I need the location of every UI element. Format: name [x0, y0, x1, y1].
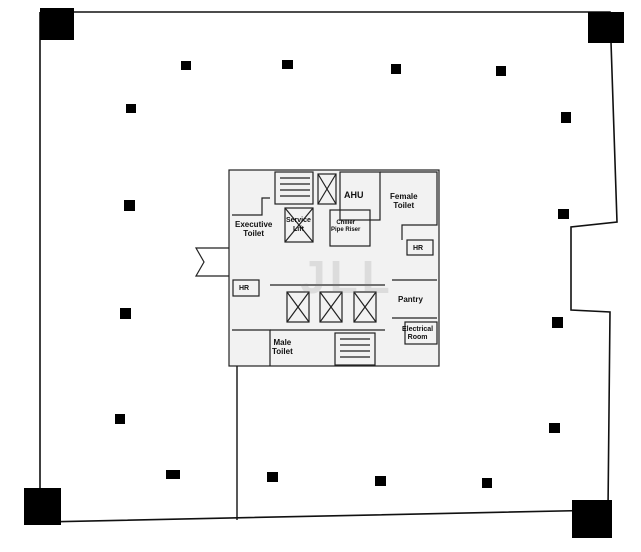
- electrical-room: [404, 321, 438, 345]
- column: [126, 104, 136, 113]
- column: [552, 317, 563, 328]
- label-service-lift: Service Lift: [286, 216, 311, 234]
- column: [267, 472, 278, 482]
- corner-column: [588, 12, 624, 43]
- label-hr-lower: HR: [239, 285, 250, 292]
- label-chiller-line-2: Pipe Riser: [331, 227, 361, 233]
- watermark-logo: JLL: [300, 251, 394, 303]
- entrance-marker: [194, 247, 229, 277]
- column: [482, 478, 492, 488]
- label-service-line-1: Service: [286, 217, 311, 224]
- column: [549, 423, 560, 433]
- corner-column: [572, 500, 612, 538]
- stair-bottom: [334, 332, 376, 366]
- service-lift: [284, 207, 314, 243]
- corner-column: [24, 488, 61, 525]
- label-pantry: Pantry: [398, 295, 423, 304]
- column: [391, 64, 401, 74]
- label-executive-toilet: Executive Toilet: [235, 220, 272, 238]
- label-male-line-1: Male: [273, 338, 292, 347]
- outer-wall: [39, 11, 618, 523]
- label-ahu: AHU: [344, 190, 364, 200]
- ahu-room: [339, 171, 381, 221]
- label-chiller-line-1: Chiller: [336, 220, 356, 226]
- label-executive-line-1: Executive: [235, 220, 273, 229]
- label-service-line-2: Lift: [293, 226, 304, 233]
- column: [375, 476, 386, 486]
- label-chiller-riser: Chiller Pipe Riser: [331, 220, 360, 234]
- label-female-line-2: Toilet: [393, 201, 415, 210]
- hr-room-lower: [232, 279, 260, 297]
- column: [181, 61, 191, 70]
- label-male-toilet: Male Toilet: [272, 338, 293, 356]
- lift-2: [319, 291, 343, 323]
- column: [115, 414, 125, 424]
- female-toilet-room: [380, 171, 438, 240]
- column: [120, 308, 131, 319]
- column: [496, 66, 506, 76]
- lift-1: [286, 291, 310, 323]
- column: [166, 470, 180, 479]
- label-female-toilet: Female Toilet: [390, 192, 418, 210]
- corner-column: [40, 8, 74, 40]
- label-electrical-line-2: Room: [407, 334, 428, 341]
- label-female-line-1: Female: [390, 192, 418, 201]
- stair-top: [274, 171, 314, 205]
- column: [561, 112, 571, 123]
- label-hr-upper: HR: [413, 245, 424, 252]
- chiller-riser: [329, 209, 371, 247]
- label-electrical-line-1: Electrical: [402, 326, 434, 333]
- label-electrical-room: Electrical Room: [402, 326, 433, 342]
- column: [558, 209, 569, 219]
- column: [124, 200, 135, 211]
- label-executive-line-2: Toilet: [243, 229, 265, 238]
- hr-room-upper: [406, 239, 434, 256]
- lift-3: [353, 291, 377, 323]
- label-male-line-2: Toilet: [272, 347, 293, 356]
- perimeter-columns: [115, 60, 571, 488]
- building-core: [194, 169, 440, 367]
- column: [282, 60, 293, 69]
- male-toilet-room: [232, 329, 271, 366]
